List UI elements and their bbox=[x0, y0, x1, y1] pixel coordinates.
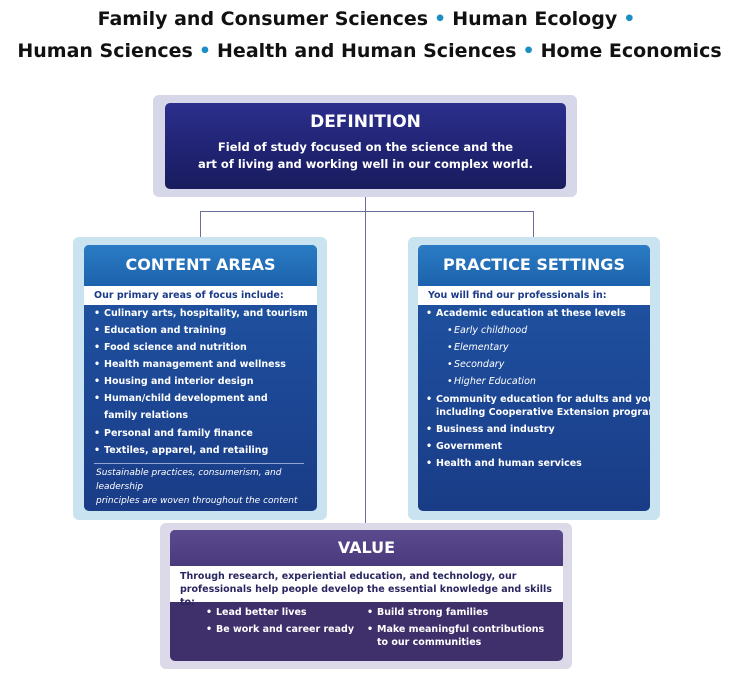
education-level-item: •Elementary bbox=[447, 342, 509, 353]
value-item: •Lead better lives bbox=[206, 607, 307, 618]
separator-dot-icon: • bbox=[198, 40, 212, 62]
content-area-item: •Education and training bbox=[94, 325, 227, 336]
definition-box: DEFINITION Field of study focused on the… bbox=[165, 103, 566, 189]
discipline-name: Health and Human Sciences bbox=[217, 40, 517, 62]
connector-right-drop bbox=[533, 211, 534, 238]
content-area-item: •Human/child development and bbox=[94, 393, 268, 404]
practice-settings-title: PRACTICE SETTINGS bbox=[418, 245, 650, 286]
separator-dot-icon: • bbox=[522, 40, 535, 62]
content-areas-title: CONTENT AREAS bbox=[84, 245, 317, 286]
practice-setting-item-continued: including Cooperative Extension programs bbox=[436, 407, 650, 418]
value-intro-line: Through research, experiential education… bbox=[180, 571, 517, 582]
practice-settings-box: PRACTICE SETTINGS You will find our prof… bbox=[418, 245, 650, 511]
value-intro: Through research, experiential education… bbox=[170, 566, 563, 608]
practice-setting-item: •Academic education at these levels bbox=[426, 308, 626, 319]
definition-title: DEFINITION bbox=[310, 112, 421, 132]
practice-setting-item: •Business and industry bbox=[426, 424, 555, 435]
value-intro-line: professionals help people develop the es… bbox=[180, 584, 552, 608]
discipline-name: Human Ecology bbox=[452, 8, 618, 30]
value-title: VALUE bbox=[170, 530, 563, 566]
definition-text-line: art of living and working well in our co… bbox=[197, 157, 534, 171]
note-line: Sustainable practices, consumerism, and … bbox=[96, 468, 282, 492]
content-area-item: •Culinary arts, hospitality, and tourism bbox=[94, 308, 308, 319]
education-level-item: •Early childhood bbox=[447, 325, 528, 336]
connector-left-drop bbox=[200, 211, 201, 238]
value-box: VALUE Through research, experiential edu… bbox=[170, 530, 563, 661]
content-areas-box: CONTENT AREAS Our primary areas of focus… bbox=[84, 245, 317, 511]
content-area-item: •Textiles, apparel, and retailing bbox=[94, 445, 269, 456]
header-line-1: Family and Consumer Sciences•Human Ecolo… bbox=[0, 8, 739, 30]
content-areas-intro: Our primary areas of focus include: bbox=[84, 286, 317, 305]
practice-settings-intro: You will find our professionals in: bbox=[418, 286, 650, 305]
content-area-item: •Food science and nutrition bbox=[94, 342, 247, 353]
content-areas-note: Sustainable practices, consumerism, and … bbox=[96, 466, 311, 511]
header-line-2: Human Sciences•Health and Human Sciences… bbox=[0, 40, 739, 62]
connector-horizontal bbox=[200, 211, 533, 212]
content-area-item: •Housing and interior design bbox=[94, 376, 254, 387]
education-level-item: •Secondary bbox=[447, 359, 505, 370]
connector-vertical-main bbox=[365, 197, 366, 525]
practice-setting-item: •Government bbox=[426, 441, 503, 452]
discipline-name: Human Sciences bbox=[17, 40, 193, 62]
definition-text: Field of study focused on the science an… bbox=[185, 139, 546, 173]
value-item: •Be work and career ready bbox=[206, 624, 355, 635]
education-level-item: •Higher Education bbox=[447, 376, 536, 387]
content-area-item-continued: family relations bbox=[104, 410, 188, 421]
separator-dot-icon: • bbox=[623, 8, 636, 30]
definition-text-line: Field of study focused on the science an… bbox=[217, 140, 514, 154]
practice-setting-item: •Community education for adults and yout… bbox=[426, 394, 650, 405]
value-item: •Make meaningful contributions bbox=[367, 624, 545, 635]
value-item: •Build strong families bbox=[367, 607, 489, 618]
content-area-item: •Health management and wellness bbox=[94, 359, 286, 370]
practice-setting-item: •Health and human services bbox=[426, 458, 582, 469]
separator-dot-icon: • bbox=[434, 8, 447, 30]
divider bbox=[94, 463, 304, 464]
content-area-item: •Personal and family finance bbox=[94, 428, 253, 439]
note-line: principles are woven throughout the cont… bbox=[96, 496, 298, 511]
discipline-name: Home Economics bbox=[540, 40, 722, 62]
value-item-continued: to our communities bbox=[377, 637, 482, 648]
discipline-name: Family and Consumer Sciences bbox=[97, 8, 429, 30]
